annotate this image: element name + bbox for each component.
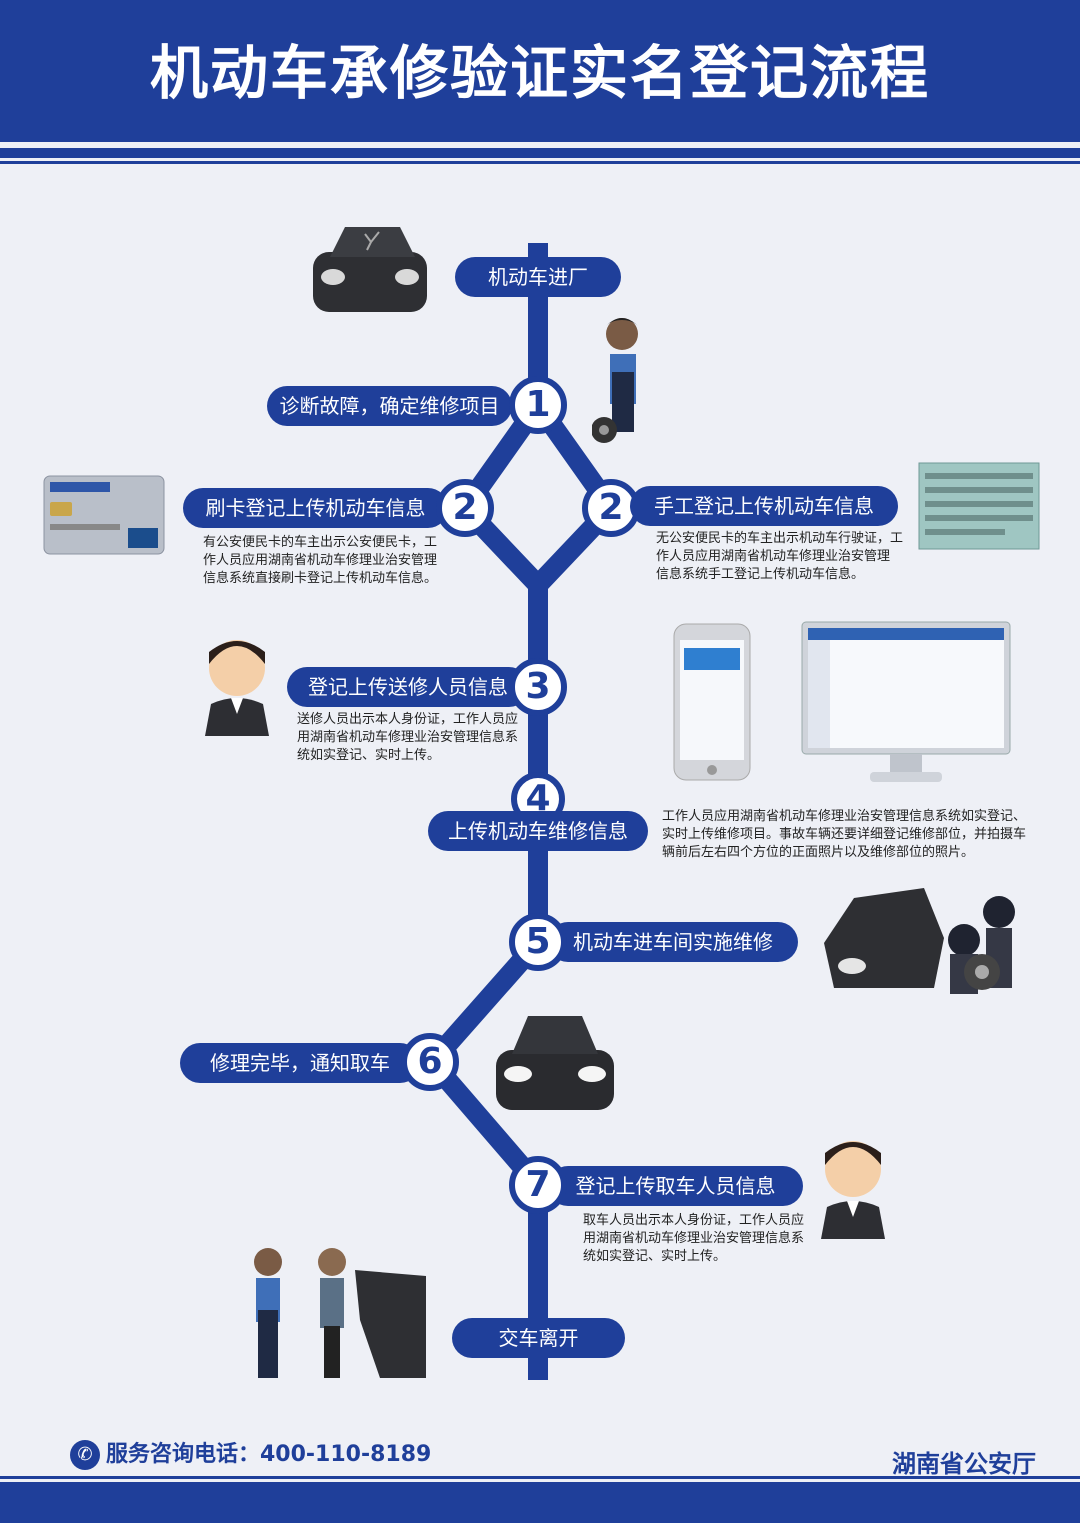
step4-description: 工作人员应用湖南省机动车修理业治安管理信息系统如实登记、实时上传维修项目。事故车… — [662, 809, 1027, 860]
step-start-pill: 机动车进厂 — [455, 257, 621, 297]
footer-divider — [0, 1476, 1080, 1479]
repaired-car-icon — [496, 1016, 614, 1110]
mechanic-icon — [592, 318, 638, 443]
vehicle-license-icon — [918, 462, 1040, 550]
step2a-description: 有公安便民卡的车主出示公安便民卡，工作人员应用湖南省机动车修理业治安管理信息系统… — [203, 535, 438, 586]
step7-number: 7 — [509, 1156, 567, 1214]
header-banner — [0, 0, 1080, 142]
step2a-number: 2 — [436, 479, 494, 537]
car-handover-icon — [254, 1248, 426, 1378]
step1-number: 1 — [509, 376, 567, 434]
step3-label: 登记上传送修人员信息 — [287, 667, 529, 707]
header-divider-thin — [0, 161, 1080, 164]
step7-label: 登记上传取车人员信息 — [548, 1166, 803, 1206]
page-title: 机动车承修验证实名登记流程 — [149, 39, 930, 107]
step3-number: 3 — [509, 658, 567, 716]
header-divider — [0, 148, 1080, 158]
step2b-description: 无公安便民卡的车主出示机动车行驶证，工作人员应用湖南省机动车修理业治安管理信息系… — [656, 531, 904, 582]
footer-bar — [0, 1482, 1080, 1523]
step5-number: 5 — [509, 913, 567, 971]
step2a-label: 刷卡登记上传机动车信息 — [183, 488, 448, 528]
step3-description: 送修人员出示本人身份证，工作人员应用湖南省机动车修理业治安管理信息系统如实登记、… — [297, 712, 519, 763]
service-phone: ✆服务咨询电话：400-110-8189 — [70, 1436, 431, 1470]
organization-name: 湖南省公安厅 — [892, 1450, 1036, 1478]
pickup-person-avatar-icon — [821, 1141, 885, 1239]
police-card-icon — [43, 475, 165, 555]
service-phone-text: 服务咨询电话：400-110-8189 — [106, 1442, 432, 1467]
damaged-car-icon — [313, 227, 427, 312]
monitor-icon — [801, 621, 1011, 782]
smartphone-icon — [673, 623, 751, 781]
repair-workers-icon — [824, 888, 1015, 994]
step4-label: 上传机动车维修信息 — [428, 811, 648, 851]
step6-number: 6 — [401, 1033, 459, 1091]
step1-label: 诊断故障，确定维修项目 — [267, 386, 512, 426]
phone-icon: ✆ — [70, 1440, 100, 1470]
step-end-pill: 交车离开 — [452, 1318, 625, 1358]
step2b-label: 手工登记上传机动车信息 — [630, 486, 898, 526]
step7-description: 取车人员出示本人身份证，工作人员应用湖南省机动车修理业治安管理信息系统如实登记、… — [583, 1213, 805, 1264]
step5-label: 机动车进车间实施维修 — [548, 922, 798, 962]
customer-avatar-icon — [205, 640, 269, 736]
step6-label: 修理完毕，通知取车 — [180, 1043, 420, 1083]
